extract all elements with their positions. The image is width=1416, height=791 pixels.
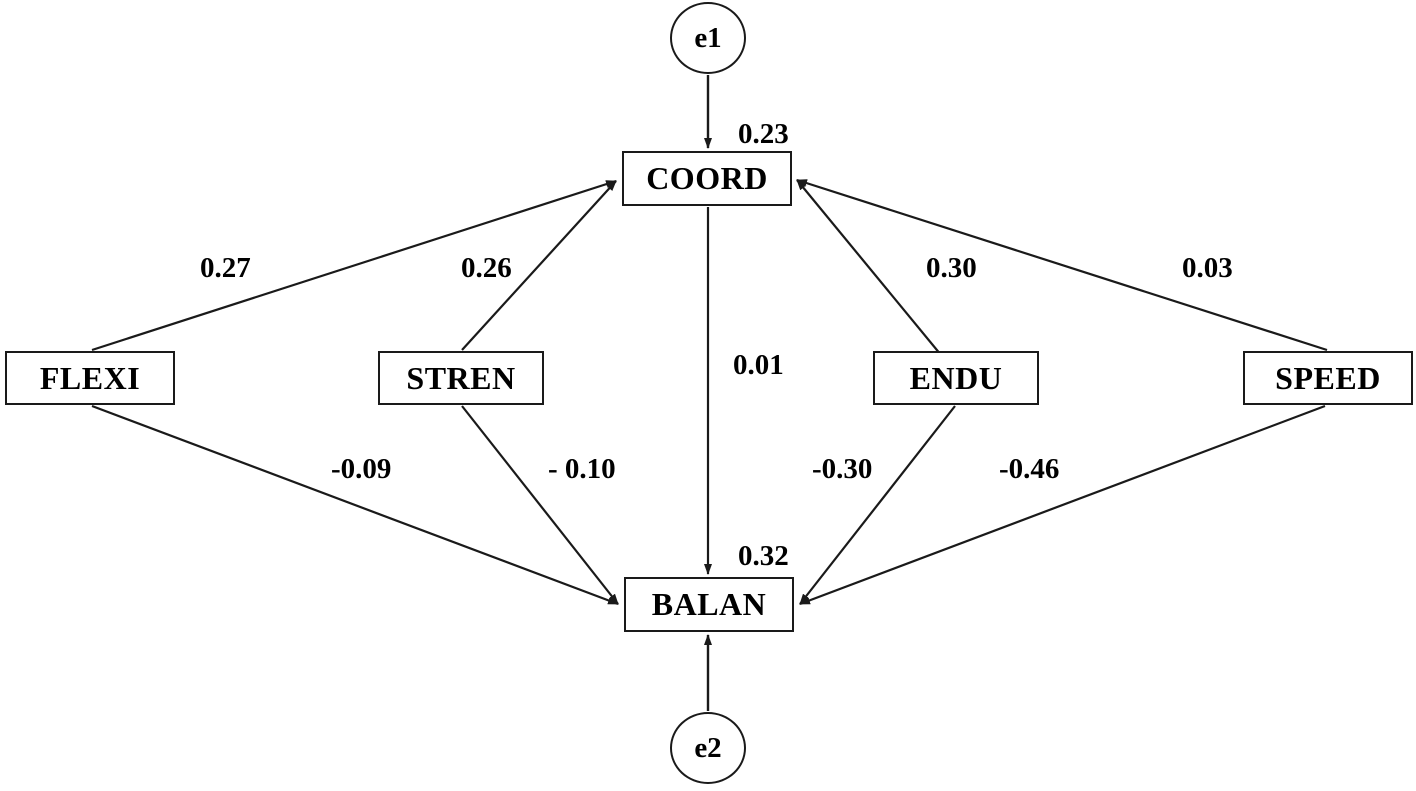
node-endu-label: ENDU xyxy=(909,359,1003,396)
edge-label-balan-variance: 0.32 xyxy=(738,540,789,572)
node-coord-label: COORD xyxy=(646,160,768,196)
edge-endu-coord xyxy=(796,179,956,373)
node-balan-label: BALAN xyxy=(651,586,767,622)
edge-label-coord-balan: 0.01 xyxy=(733,349,784,381)
node-coord[interactable]: COORD xyxy=(622,151,792,206)
edge-label-endu-coord: 0.30 xyxy=(926,252,977,284)
edge-flexi-balan xyxy=(91,404,619,606)
edge-label-flexi-coord: 0.27 xyxy=(200,252,251,284)
edge-stren-coord xyxy=(461,180,617,351)
edge-speed-coord xyxy=(796,178,1328,352)
error-node-e1[interactable]: e1 xyxy=(670,2,746,74)
edge-endu-balan xyxy=(799,405,956,605)
node-stren[interactable]: STREN xyxy=(378,351,544,405)
node-flexi[interactable]: FLEXI xyxy=(5,351,175,405)
edge-label-speed-coord: 0.03 xyxy=(1182,252,1233,284)
edge-speed-balan xyxy=(799,404,1326,606)
edge-flexi-coord xyxy=(91,179,617,352)
error-node-e1-label: e1 xyxy=(694,21,722,54)
edge-label-endu-balan: -0.30 xyxy=(812,453,873,485)
edge-label-e1-coord: 0.23 xyxy=(738,118,789,150)
node-endu[interactable]: ENDU xyxy=(873,351,1039,405)
node-speed[interactable]: SPEED xyxy=(1243,351,1413,405)
edge-label-stren-balan: - 0.10 xyxy=(548,453,616,485)
error-node-e2-label: e2 xyxy=(694,731,722,764)
error-node-e2[interactable]: e2 xyxy=(670,712,746,784)
node-flexi-label: FLEXI xyxy=(39,359,141,396)
node-stren-label: STREN xyxy=(406,359,516,396)
edge-label-flexi-balan: -0.09 xyxy=(331,453,392,485)
edge-stren-balan xyxy=(461,405,619,605)
edge-label-stren-coord: 0.26 xyxy=(461,252,512,284)
node-balan[interactable]: BALAN xyxy=(624,577,794,632)
edge-label-speed-balan: -0.46 xyxy=(999,453,1060,485)
node-speed-label: SPEED xyxy=(1275,359,1381,396)
